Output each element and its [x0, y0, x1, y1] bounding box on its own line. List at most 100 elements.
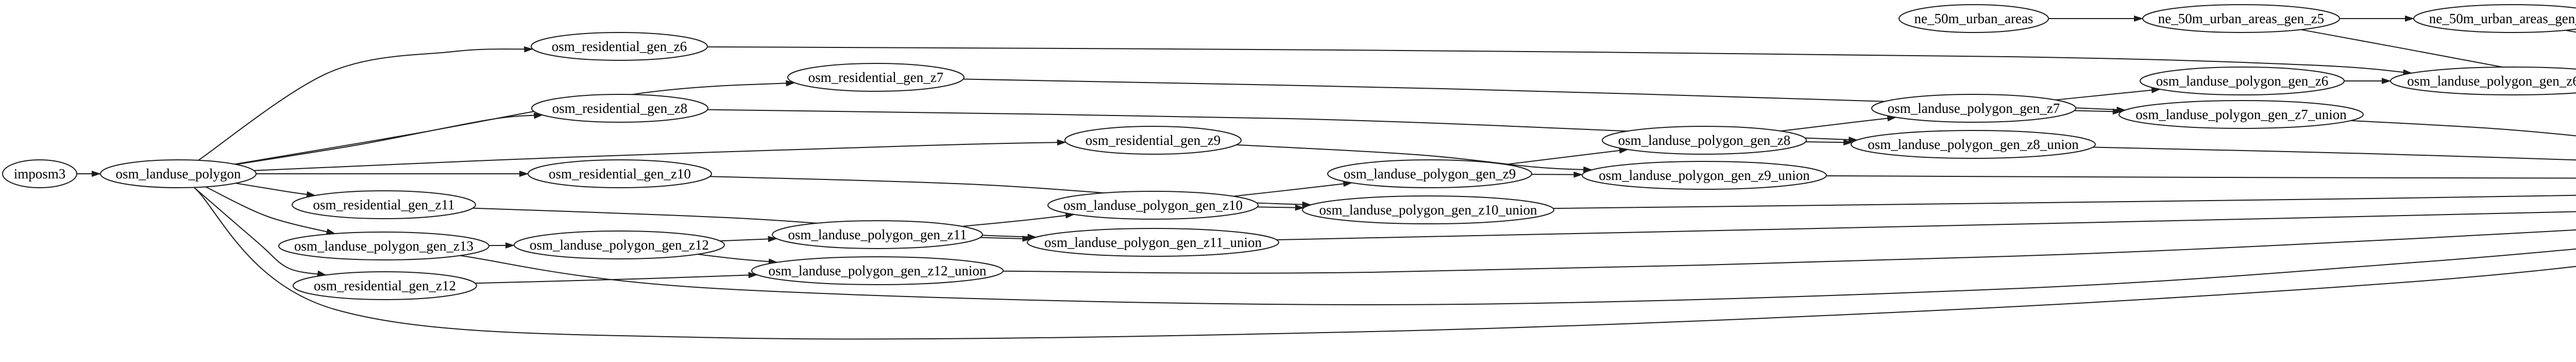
node-ellipse-osm_residential_gen_z7 [787, 63, 964, 92]
node-ellipse-osm_residential_gen_z10 [528, 159, 712, 188]
node-label-imposm3: imposm3 [14, 166, 66, 182]
node-label-osm_landuse_polygon_gen_z10_union: osm_landuse_polygon_gen_z10_union [1319, 202, 1537, 218]
node-osm_landuse_polygon_gen_z9: osm_landuse_polygon_gen_z9 [1327, 159, 1532, 188]
edge-osm_landuse_polygon-to-osm_residential_gen_z6 [198, 46, 534, 161]
edge-osm_landuse_polygon-to-osm_residential_gen_z12 [193, 187, 327, 277]
edge-osm_landuse_polygon-to-osm_residential_gen_z11 [235, 183, 316, 198]
edge-osm_landuse_polygon_gen_z12-to-osm_landuse_polygon_gen_z11 [720, 236, 777, 242]
node-label-osm_landuse_polygon_gen_z9_union: osm_landuse_polygon_gen_z9_union [1599, 168, 1810, 183]
edge-osm_landuse_polygon-to-osm_residential_gen_z7 [234, 80, 795, 165]
node-osm_landuse_polygon_gen_z10: osm_landuse_polygon_gen_z10 [1047, 191, 1259, 220]
node-label-ne_50m_urban_areas: ne_50m_urban_areas [1914, 11, 2033, 26]
node-ellipse-osm_residential_gen_z12 [293, 271, 477, 300]
edge-osm_landuse_polygon_gen_z7-to-osm_landuse_polygon_gen_z7_union [2074, 108, 2122, 115]
node-label-osm_residential_gen_z12: osm_residential_gen_z12 [314, 278, 456, 293]
edge-osm_landuse_polygon-to-osm_residential_gen_z9 [253, 139, 1066, 171]
node-label-osm_landuse_polygon_gen_z6: osm_landuse_polygon_gen_z6 [2156, 73, 2328, 89]
edge-osm_landuse_polygon_gen_z8_union-to-z8 [2093, 146, 2576, 161]
node-osm_residential_gen_z8: osm_residential_gen_z8 [531, 94, 708, 123]
node-label-osm_residential_gen_z7: osm_residential_gen_z7 [808, 70, 943, 85]
edge-osm_landuse_polygon_gen_z9-to-osm_landuse_polygon_gen_z8 [1505, 147, 1629, 165]
node-ellipse-ne_50m_urban_areas [1899, 4, 2049, 33]
node-label-osm_landuse_polygon_gen_z9: osm_landuse_polygon_gen_z9 [1344, 166, 1516, 182]
node-ellipse-osm_residential_gen_z6 [531, 32, 708, 61]
edge-osm_landuse_polygon_gen_z11-to-osm_landuse_polygon_gen_z10 [962, 212, 1075, 227]
edge-osm_landuse_polygon_gen_z10_union-to-z10 [1553, 194, 2576, 209]
node-imposm3: imposm3 [2, 159, 77, 188]
node-ellipse-osm_landuse_polygon_gen_z7_union [2119, 100, 2364, 129]
node-ellipse-osm_landuse_polygon_gen_z7 [1871, 94, 2076, 123]
edge-osm_landuse_polygon-to-z14+ [193, 187, 2576, 340]
node-label-osm_residential_gen_z11: osm_residential_gen_z11 [313, 197, 455, 212]
node-osm_residential_gen_z10: osm_residential_gen_z10 [528, 159, 712, 188]
node-ellipse-osm_landuse_polygon_gen_z10 [1047, 191, 1259, 220]
node-label-osm_residential_gen_z9: osm_residential_gen_z9 [1086, 133, 1221, 148]
node-label-ne_50m_urban_areas_gen_z4: ne_50m_urban_areas_gen_z4 [2429, 11, 2576, 26]
node-label-osm_landuse_polygon_gen_z6_union: osm_landuse_polygon_gen_z6_union [2407, 73, 2576, 89]
edge-osm_landuse_polygon-to-osm_residential_gen_z8 [236, 112, 544, 165]
node-label-osm_residential_gen_z6: osm_residential_gen_z6 [552, 39, 687, 54]
edge-osm_landuse_polygon_gen_z10-to-osm_landuse_polygon_gen_z10_union [1257, 204, 1304, 211]
edge-osm_landuse_polygon_gen_z8-to-osm_landuse_polygon_gen_z7 [1781, 115, 1897, 132]
edge-osm_landuse_polygon_gen_z11_union-to-z11 [1276, 211, 2576, 241]
node-label-osm_landuse_polygon_gen_z12: osm_landuse_polygon_gen_z12 [530, 237, 709, 253]
node-ellipse-osm_landuse_polygon_gen_z13 [278, 232, 489, 260]
edge-osm_landuse_polygon_gen_z7-to-osm_landuse_polygon_gen_z6 [2055, 87, 2161, 101]
edge-osm_landuse_polygon_gen_z13-to-z13 [460, 248, 2576, 306]
node-ellipse-osm_residential_gen_z8 [531, 94, 708, 123]
node-osm_landuse_polygon_gen_z8: osm_landuse_polygon_gen_z8 [1602, 126, 1807, 155]
node-ellipse-osm_landuse_polygon [100, 159, 257, 188]
node-osm_landuse_polygon_gen_z13: osm_landuse_polygon_gen_z13 [278, 232, 489, 260]
node-osm_landuse_polygon_gen_z11: osm_landuse_polygon_gen_z11 [772, 220, 983, 249]
node-osm_landuse_polygon_gen_z6_union: osm_landuse_polygon_gen_z6_union [2390, 67, 2576, 95]
node-ellipse-osm_landuse_polygon_gen_z11 [772, 220, 983, 249]
edge-osm_landuse_polygon_gen_z12_union-to-z12 [1003, 229, 2576, 274]
edge-osm_landuse_polygon_gen_z10-to-osm_landuse_polygon_gen_z9 [1233, 180, 1353, 197]
node-ne_50m_urban_areas: ne_50m_urban_areas [1899, 4, 2049, 33]
node-ellipse-osm_landuse_polygon_gen_z9 [1327, 159, 1532, 188]
node-ne_50m_urban_areas_gen_z5: ne_50m_urban_areas_gen_z5 [2142, 4, 2340, 33]
node-ellipse-osm_landuse_polygon_gen_z10_union [1302, 195, 1554, 224]
edge-osm_residential_gen_z9-to-osm_landuse_polygon_gen_z9_union [1236, 144, 1593, 173]
node-label-osm_residential_gen_z8: osm_residential_gen_z8 [552, 101, 687, 116]
edge-osm_landuse_polygon_gen_z9-to-osm_landuse_polygon_gen_z9_union [1531, 171, 1583, 178]
node-osm_residential_gen_z11: osm_residential_gen_z11 [292, 190, 476, 219]
node-osm_landuse_polygon_gen_z10_union: osm_landuse_polygon_gen_z10_union [1302, 195, 1554, 224]
node-ellipse-osm_residential_gen_z11 [292, 190, 476, 219]
node-osm_landuse_polygon_gen_z12: osm_landuse_polygon_gen_z12 [514, 231, 725, 259]
node-osm_landuse_polygon_gen_z12_union: osm_landuse_polygon_gen_z12_union [751, 256, 1004, 285]
node-osm_landuse_polygon_gen_z9_union: osm_landuse_polygon_gen_z9_union [1582, 161, 1827, 190]
node-label-osm_landuse_polygon_gen_z10: osm_landuse_polygon_gen_z10 [1063, 198, 1243, 213]
node-ellipse-ne_50m_urban_areas_gen_z4 [2413, 4, 2576, 33]
edge-osm_landuse_polygon_gen_z12-to-osm_landuse_polygon_gen_z12_union [697, 254, 778, 265]
node-ellipse-ne_50m_urban_areas_gen_z5 [2142, 4, 2340, 33]
node-osm_residential_gen_z9: osm_residential_gen_z9 [1064, 126, 1242, 155]
node-ellipse-osm_landuse_polygon_gen_z11_union [1027, 228, 1279, 257]
edge-osm_landuse_polygon-to-osm_landuse_polygon_gen_z13 [205, 186, 336, 235]
node-label-osm_landuse_polygon_gen_z13: osm_landuse_polygon_gen_z13 [294, 238, 473, 254]
node-ellipse-osm_landuse_polygon_gen_z12_union [751, 256, 1004, 285]
node-ellipse-osm_landuse_polygon_gen_z8 [1602, 126, 1807, 155]
node-osm_residential_gen_z6: osm_residential_gen_z6 [531, 32, 708, 61]
node-label-osm_landuse_polygon_gen_z11_union: osm_landuse_polygon_gen_z11_union [1044, 235, 1262, 250]
node-label-ne_50m_urban_areas_gen_z5: ne_50m_urban_areas_gen_z5 [2158, 11, 2324, 26]
node-ellipse-osm_landuse_polygon_gen_z6 [2140, 67, 2345, 95]
node-ellipse-imposm3 [2, 159, 77, 188]
node-osm_landuse_polygon: osm_landuse_polygon [100, 159, 257, 188]
node-label-osm_landuse_polygon: osm_landuse_polygon [116, 166, 241, 182]
node-osm_residential_gen_z12: osm_residential_gen_z12 [293, 271, 477, 300]
edge-osm_residential_gen_z6-to-osm_landuse_polygon_gen_z6_union [707, 46, 2413, 76]
node-osm_landuse_polygon_gen_z7: osm_landuse_polygon_gen_z7 [1871, 94, 2076, 123]
node-label-osm_landuse_polygon_gen_z12_union: osm_landuse_polygon_gen_z12_union [769, 263, 987, 278]
node-osm_landuse_polygon_gen_z7_union: osm_landuse_polygon_gen_z7_union [2119, 100, 2364, 129]
node-ellipse-osm_landuse_polygon_gen_z9_union [1582, 161, 1827, 190]
node-osm_landuse_polygon_gen_z8_union: osm_landuse_polygon_gen_z8_union [1851, 130, 2096, 159]
node-label-osm_landuse_polygon_gen_z11: osm_landuse_polygon_gen_z11 [788, 227, 967, 242]
edge-osm_residential_gen_z12-to-osm_landuse_polygon_gen_z12_union [475, 272, 758, 284]
node-osm_landuse_polygon_gen_z6: osm_landuse_polygon_gen_z6 [2140, 67, 2345, 95]
node-label-osm_landuse_polygon_gen_z8_union: osm_landuse_polygon_gen_z8_union [1868, 137, 2079, 152]
edge-osm_landuse_polygon_gen_z9_union-to-z9 [1826, 175, 2576, 179]
